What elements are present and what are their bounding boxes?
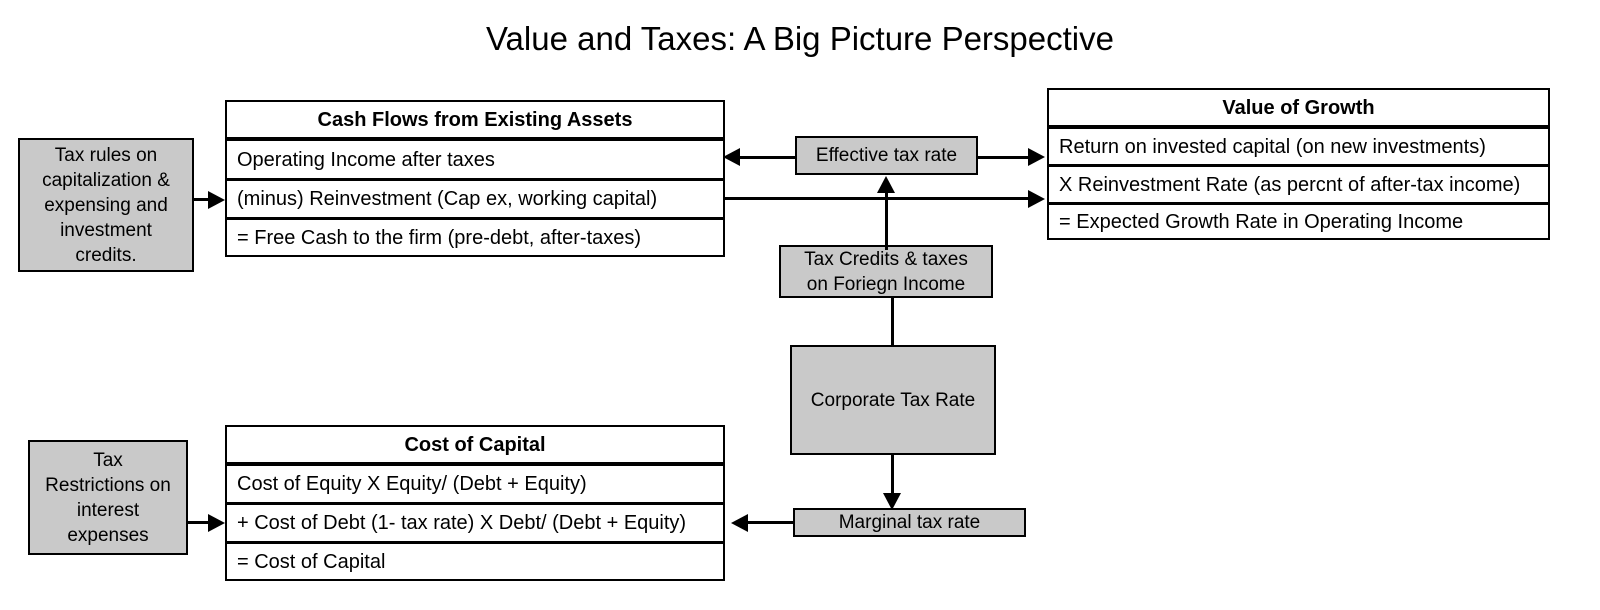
page-title: Value and Taxes: A Big Picture Perspecti… (486, 20, 1114, 57)
connector-taxrestrictions-to-costofdebt (188, 521, 210, 524)
cost-of-capital-row-debt: + Cost of Debt (1- tax rate) X Debt/ (De… (225, 503, 725, 543)
tax-restrictions-box: Tax Restrictions on interest expenses (28, 440, 188, 555)
effective-tax-rate-label: Effective tax rate (815, 145, 958, 166)
cash-flows-header: Cash Flows from Existing Assets (225, 100, 725, 139)
connector-reinvestment-to-reinvestment-rate (724, 197, 1029, 200)
marginal-tax-rate-box: Marginal tax rate (793, 508, 1026, 537)
value-of-growth-row-expected-growth: = Expected Growth Rate in Operating Inco… (1047, 203, 1550, 240)
value-of-growth-table: Value of Growth Return on invested capit… (1047, 88, 1550, 240)
effective-tax-rate-box: Effective tax rate (795, 136, 978, 175)
cost-of-capital-row-2-label: = Cost of Capital (237, 550, 386, 573)
tax-restrictions-line-2: Restrictions on (45, 474, 171, 496)
cash-flows-row-free-cash: = Free Cash to the firm (pre-debt, after… (225, 218, 725, 257)
value-of-growth-row-reinvestment-rate: X Reinvestment Rate (as percnt of after-… (1047, 165, 1550, 204)
arrowhead-taxrestrictions-to-costofdebt (208, 514, 225, 532)
value-of-growth-header-label: Value of Growth (1222, 96, 1375, 119)
tax-rules-line-4: investment (60, 219, 152, 241)
tax-restrictions-line-3: interest (76, 499, 140, 521)
connector-taxrules-to-reinvestment (194, 198, 210, 201)
cost-of-capital-row-total: = Cost of Capital (225, 542, 725, 581)
tax-credits-line-1: Tax Credits & taxes (804, 248, 968, 270)
cash-flows-table: Cash Flows from Existing Assets Operatin… (225, 100, 725, 257)
arrowhead-efftax-to-operating-income (723, 148, 740, 166)
cost-of-capital-header: Cost of Capital (225, 425, 725, 464)
value-of-growth-row-roic: Return on invested capital (on new inves… (1047, 127, 1550, 166)
tax-restrictions-line-1: Tax (93, 449, 123, 471)
tax-credits-line-2: on Foriegn Income (806, 273, 966, 295)
cash-flows-row-operating-income: Operating Income after taxes (225, 139, 725, 180)
arrowhead-marginaltax-to-costofdebt (731, 514, 748, 532)
tax-credits-box: Tax Credits & taxes on Foriegn Income (779, 245, 993, 298)
tax-rules-line-5: credits. (75, 244, 137, 266)
tax-restrictions-line-4: expenses (67, 524, 149, 546)
connector-efftax-to-operating-income (740, 156, 797, 159)
cost-of-capital-row-equity: Cost of Equity X Equity/ (Debt + Equity) (225, 464, 725, 504)
corporate-tax-rate-box: Corporate Tax Rate (790, 345, 996, 455)
cost-of-capital-table: Cost of Capital Cost of Equity X Equity/… (225, 425, 725, 581)
tax-rules-box: Tax rules on capitalization & expensing … (18, 138, 194, 272)
cash-flows-row-0-label: Operating Income after taxes (237, 148, 495, 171)
arrowhead-taxcredits-to-efftax (877, 176, 895, 193)
cash-flows-header-label: Cash Flows from Existing Assets (317, 108, 633, 131)
arrowhead-efftax-to-roic (1028, 148, 1045, 166)
value-of-growth-header: Value of Growth (1047, 88, 1550, 127)
connector-corptax-to-taxcredits (891, 297, 894, 347)
cash-flows-row-2-label: = Free Cash to the firm (pre-debt, after… (237, 226, 642, 249)
value-of-growth-row-2-label: = Expected Growth Rate in Operating Inco… (1059, 210, 1464, 233)
arrowhead-reinvestment-to-reinvestment-rate (1028, 190, 1045, 208)
marginal-tax-rate-label: Marginal tax rate (838, 512, 981, 533)
connector-taxcredits-to-efftax (885, 190, 888, 250)
tax-rules-line-1: Tax rules on (54, 144, 158, 166)
cost-of-capital-header-label: Cost of Capital (404, 433, 546, 456)
cash-flows-row-reinvestment: (minus) Reinvestment (Cap ex, working ca… (225, 179, 725, 219)
tax-rules-line-3: expensing and (44, 194, 168, 216)
arrowhead-taxrules-to-reinvestment (208, 191, 225, 209)
arrowhead-corptax-to-marginaltax (883, 493, 901, 510)
cash-flows-row-1-label: (minus) Reinvestment (Cap ex, working ca… (237, 188, 658, 210)
cost-of-capital-row-1-label: + Cost of Debt (1- tax rate) X Debt/ (De… (237, 512, 687, 534)
value-of-growth-row-1-label: X Reinvestment Rate (as percnt of after-… (1059, 173, 1521, 196)
connector-efftax-to-roic (977, 156, 1029, 159)
value-of-growth-row-0-label: Return on invested capital (on new inves… (1059, 135, 1486, 158)
tax-rules-line-2: capitalization & (42, 169, 170, 191)
connector-marginaltax-to-costofdebt (748, 521, 795, 524)
corporate-tax-rate-label: Corporate Tax Rate (810, 389, 976, 411)
cost-of-capital-row-0-label: Cost of Equity X Equity/ (Debt + Equity) (237, 473, 587, 495)
connector-corptax-to-marginaltax (891, 454, 894, 496)
